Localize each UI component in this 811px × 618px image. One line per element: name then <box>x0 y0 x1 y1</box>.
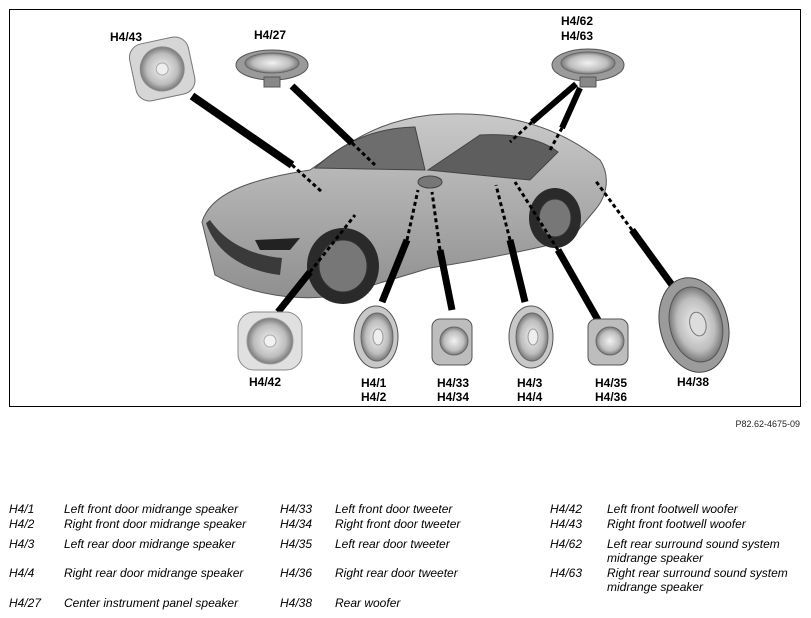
callout-h4-33: H4/33 <box>437 376 470 390</box>
callout-h4-1: H4/1 <box>361 376 387 390</box>
legend-code: H4/63 <box>550 566 583 580</box>
callout-h4-34: H4/34 <box>437 390 470 404</box>
legend: H4/1 Left front door midrange speaker H4… <box>9 500 804 618</box>
legend-desc: Left rear door midrange speaker <box>64 537 236 551</box>
legend-desc: Left front door tweeter <box>335 502 453 516</box>
callout-h4-4: H4/4 <box>517 390 543 404</box>
car-speaker-illustration <box>128 36 730 373</box>
speaker-h4-62-63-icon <box>551 48 625 88</box>
legend-code: H4/62 <box>550 537 583 551</box>
speaker-h4-27-icon <box>235 49 309 88</box>
callout-h4-42: H4/42 <box>249 375 282 389</box>
legend-desc: Right front door tweeter <box>335 517 461 531</box>
callout-h4-36: H4/36 <box>595 390 628 404</box>
legend-code: H4/3 <box>9 537 35 551</box>
callout-h4-38: H4/38 <box>677 375 710 389</box>
speaker-h4-3-4-icon <box>508 305 554 369</box>
legend-code: H4/34 <box>280 517 313 531</box>
callout-h4-27: H4/27 <box>254 28 287 42</box>
legend-code: H4/33 <box>280 502 313 516</box>
speaker-h4-42-icon <box>237 311 303 371</box>
legend-code: H4/42 <box>550 502 583 516</box>
legend-code: H4/38 <box>280 596 313 610</box>
legend-code: H4/36 <box>280 566 313 580</box>
legend-code: H4/35 <box>280 537 313 551</box>
legend-desc: Right rear door tweeter <box>335 566 458 580</box>
legend-code: H4/2 <box>9 517 35 531</box>
callout-h4-43: H4/43 <box>110 30 143 44</box>
legend-desc-continued: midrange speaker <box>607 551 704 565</box>
legend-desc: Rear woofer <box>335 596 401 610</box>
legend-desc: Center instrument panel speaker <box>64 596 239 610</box>
legend-desc: Left front door midrange speaker <box>64 502 239 516</box>
legend-code: H4/27 <box>9 596 42 610</box>
speaker-h4-1-2-icon <box>353 305 399 369</box>
legend-desc: Right front footwell woofer <box>607 517 746 531</box>
callout-h4-63: H4/63 <box>561 29 594 43</box>
legend-desc: Right rear door midrange speaker <box>64 566 244 580</box>
legend-desc: Right rear surround sound system <box>607 566 788 580</box>
callout-h4-35: H4/35 <box>595 376 628 390</box>
car-body <box>201 113 607 304</box>
legend-code: H4/4 <box>9 566 35 580</box>
legend-desc: Left rear door tweeter <box>335 537 450 551</box>
speaker-h4-35-36-icon <box>587 318 629 366</box>
leader-lines <box>189 81 675 322</box>
legend-code: H4/1 <box>9 502 35 516</box>
legend-desc: Right front door midrange speaker <box>64 517 247 531</box>
speaker-location-figure: H4/43 H4/27 H4/62 H4/63 H4/42 H4/1 H4/2 … <box>9 9 801 407</box>
callout-h4-62: H4/62 <box>561 14 594 28</box>
speaker-h4-43-icon <box>128 36 196 102</box>
figure-reference-code: P82.62-4675-09 <box>735 419 800 429</box>
legend-desc: Left rear surround sound system <box>607 537 780 551</box>
speaker-h4-38-icon <box>658 277 730 373</box>
legend-code: H4/43 <box>550 517 583 531</box>
legend-desc-continued: midrange speaker <box>607 580 704 594</box>
callout-h4-2: H4/2 <box>361 390 387 404</box>
legend-desc: Left front footwell woofer <box>607 502 738 516</box>
callout-h4-3: H4/3 <box>517 376 543 390</box>
speaker-h4-33-34-icon <box>431 318 473 366</box>
